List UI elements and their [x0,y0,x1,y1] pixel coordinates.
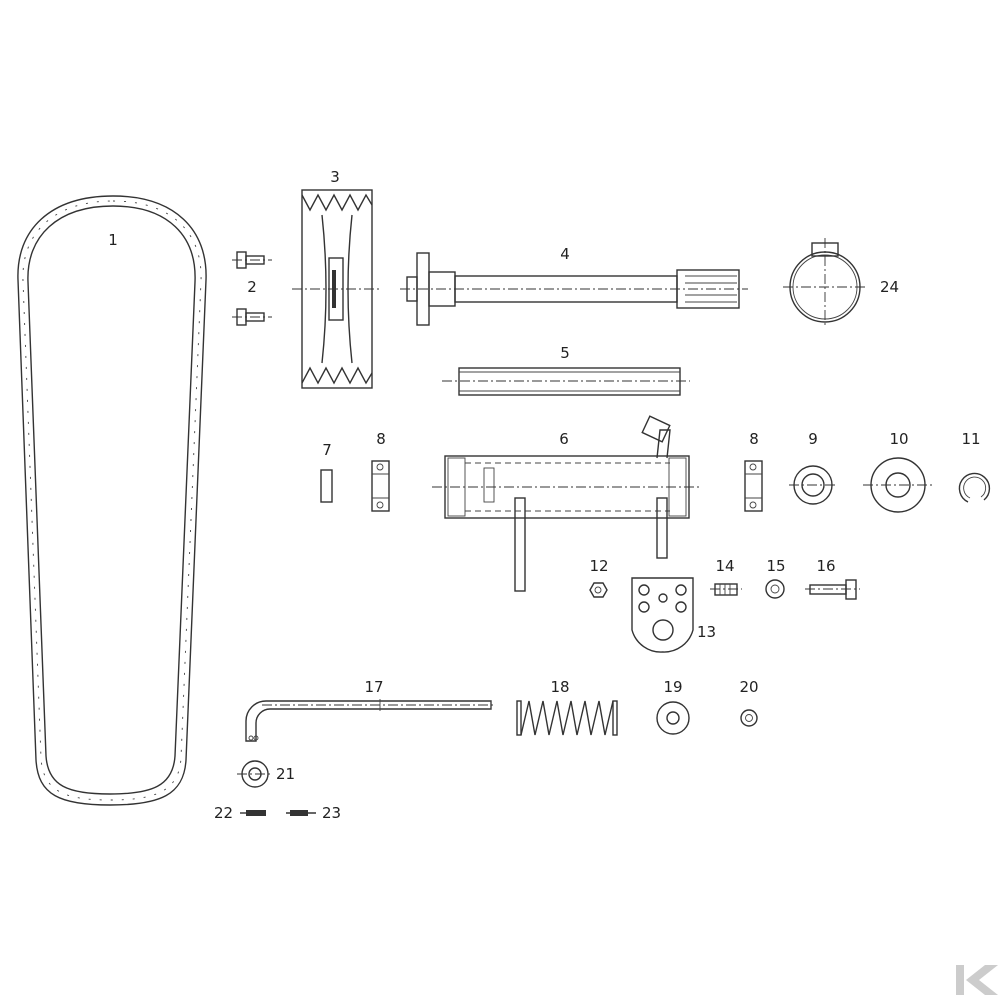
tension-rod-drawing [245,699,495,742]
hose-clamp-drawing [783,238,867,328]
splined-shaft-drawing [400,252,748,326]
bolt-drawing [805,579,860,600]
label-part-2: 2 [247,278,257,296]
bearing-right-drawing [744,460,763,512]
label-part-8-right: 8 [749,430,759,448]
nut-drawing [589,582,608,598]
label-part-14: 14 [715,557,734,575]
label-part-8-left: 8 [376,430,386,448]
pin-23-drawing [286,810,316,816]
bearing-left-drawing [371,460,390,512]
label-part-4: 4 [560,245,570,263]
pulley-drawing [292,189,380,389]
label-part-19: 19 [663,678,682,696]
lock-nut-drawing [740,709,758,727]
washer-small-drawing [765,579,785,599]
compression-spring-drawing [516,700,618,736]
circlip-drawing [958,472,991,503]
label-part-10: 10 [889,430,908,448]
label-part-24: 24 [880,278,899,296]
label-part-12: 12 [589,557,608,575]
label-part-20: 20 [739,678,758,696]
label-part-22: 22 [214,804,233,822]
spacer-drawing [789,465,837,505]
label-part-21: 21 [276,765,295,783]
label-part-5: 5 [560,344,570,362]
label-part-11: 11 [961,430,980,448]
washer-large-drawing [863,457,933,513]
bolt-pair-drawing [232,251,272,326]
label-part-18: 18 [550,678,569,696]
brand-k-logo-icon [956,965,998,995]
v-belt-drawing [17,195,207,806]
pin-22-drawing [240,810,266,816]
grease-nipple-drawing [237,760,273,788]
mounting-plate-drawing [631,577,694,653]
label-part-1: 1 [108,231,118,249]
label-part-16: 16 [816,557,835,575]
label-part-15: 15 [766,557,785,575]
label-part-9: 9 [808,430,818,448]
label-part-7: 7 [322,441,332,459]
label-part-13: 13 [697,623,716,641]
tube-drawing [442,367,690,396]
spacer-ring-drawing [320,469,333,503]
label-part-17: 17 [364,678,383,696]
washer-medium-drawing [656,701,690,735]
label-part-6: 6 [559,430,569,448]
set-screw-drawing [710,583,742,596]
bearing-housing-drawing [432,415,700,592]
label-part-23: 23 [322,804,341,822]
label-part-3: 3 [330,168,340,186]
